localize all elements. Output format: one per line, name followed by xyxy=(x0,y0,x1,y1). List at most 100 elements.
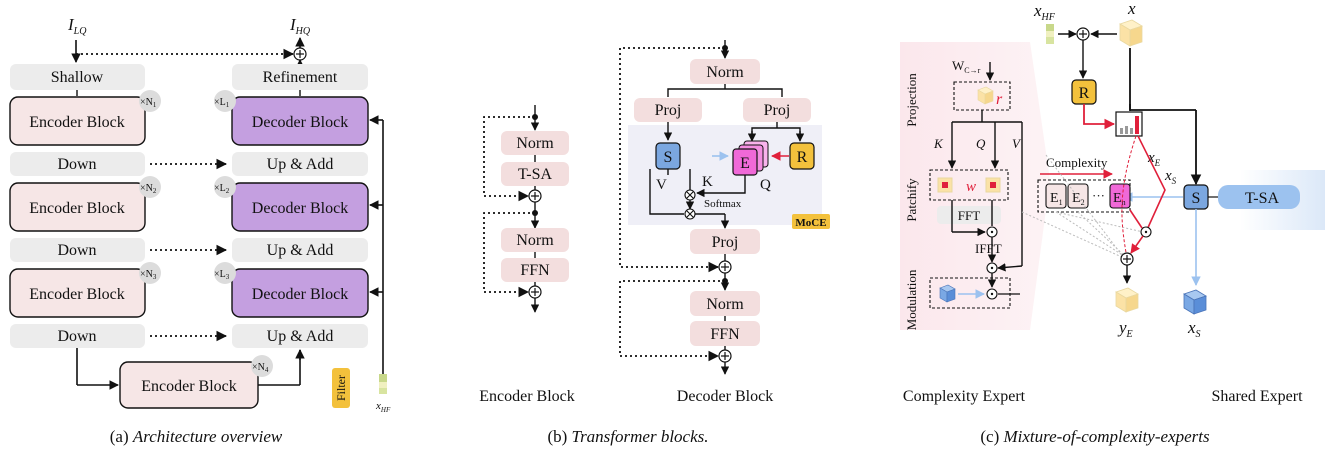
ye-label: yE xyxy=(1117,318,1133,340)
enc-tsa-label: T-SA xyxy=(518,166,553,183)
up-add-label-1: Up & Add xyxy=(267,156,334,173)
dec-proj-1 xyxy=(634,98,702,122)
dec-ffn-label: FFN xyxy=(710,326,740,343)
decoder-block-1-label: Decoder Block xyxy=(252,114,348,131)
xe-label: xE xyxy=(1147,150,1161,168)
dec-proj-2-label: Proj xyxy=(764,102,791,119)
caption-c: (c) Mixture-of-complexity-experts xyxy=(980,427,1210,446)
projection-label: Projection xyxy=(904,73,919,127)
filter-label: Filter xyxy=(334,375,348,401)
expert-en-label: En xyxy=(1113,191,1126,207)
down-box-1 xyxy=(10,152,145,176)
k-label-c: K xyxy=(933,136,944,151)
tsa-box-c xyxy=(1218,185,1300,209)
rep-l3: ×L3 xyxy=(214,269,230,281)
complexity-expert-caption: Complexity Expert xyxy=(903,388,1026,405)
modulation-box xyxy=(929,277,1011,309)
shallow-box xyxy=(10,64,145,90)
shallow-label: Shallow xyxy=(51,69,104,86)
encoder-block-3-label: Encoder Block xyxy=(29,286,125,303)
dec-proj-3 xyxy=(690,229,760,254)
rep-l2: ×L2 xyxy=(214,183,230,195)
encoder-block-1-label: Encoder Block xyxy=(29,114,125,131)
enc-norm-1-label: Norm xyxy=(516,135,554,152)
decoder-block-3 xyxy=(231,268,369,318)
s-label-b: S xyxy=(664,149,673,166)
cube-xs-icon xyxy=(1183,289,1207,315)
cube-r-icon xyxy=(977,86,994,105)
rep-n3: ×N3 xyxy=(140,269,157,281)
encoder-block-2-label: Encoder Block xyxy=(29,200,125,217)
expert-en xyxy=(1109,183,1131,209)
enc-ffn-label: FFN xyxy=(520,262,550,279)
moce-label: MoCE xyxy=(795,217,826,229)
w-label: w xyxy=(966,179,976,195)
modulation-label: Modulation xyxy=(904,269,919,330)
down-label-3: Down xyxy=(57,328,96,345)
xs-out-label: xS xyxy=(1187,318,1201,340)
rep-n2: ×N2 xyxy=(140,183,157,195)
r-label-c: R xyxy=(1079,85,1090,102)
v-label-c: V xyxy=(1012,136,1022,151)
shared-expert-caption: Shared Expert xyxy=(1211,388,1303,405)
up-add-label-3: Up & Add xyxy=(267,328,334,345)
enc-norm-2 xyxy=(501,228,569,252)
x-label-c: x xyxy=(1127,0,1136,18)
caption-a: (a) Architecture overview xyxy=(110,427,283,446)
output-hq-label: IHQ xyxy=(289,15,311,37)
encoder-block-3 xyxy=(9,268,146,318)
r-var-label: r xyxy=(996,91,1003,108)
panel-a-architecture: ILQ IHQ Shallow Refinement Encoder Block… xyxy=(9,15,391,414)
enc-tsa xyxy=(501,162,569,186)
k-label-b: K xyxy=(702,174,713,190)
dec-norm-2-label: Norm xyxy=(706,296,744,313)
cube-x-icon xyxy=(1119,19,1143,47)
expert-e2-label: E2 xyxy=(1072,191,1085,207)
fft-label: FFT xyxy=(958,208,980,223)
cube-ye-icon xyxy=(1115,287,1139,313)
enc-ffn xyxy=(501,258,569,282)
encoder-block-caption: Encoder Block xyxy=(479,388,575,405)
xs-label-c: xS xyxy=(1164,168,1177,186)
panel-b-transformer: Norm T-SA Norm FFN Encoder Block Norm Pr… xyxy=(479,40,830,405)
dec-ffn xyxy=(690,321,760,346)
dec-norm-1 xyxy=(690,59,760,84)
ifft-label: IFFT xyxy=(975,241,1002,256)
dec-norm-1-label: Norm xyxy=(706,64,744,81)
cube-modulation-icon xyxy=(939,284,956,303)
input-lq-label: ILQ xyxy=(67,15,87,37)
v-label-b: V xyxy=(656,177,667,193)
complexity-arrow-label: Complexity xyxy=(1046,155,1108,170)
rep-n1: ×N1 xyxy=(140,97,157,109)
down-box-2 xyxy=(10,238,145,262)
down-box-3 xyxy=(10,324,145,348)
softmax-label: Softmax xyxy=(704,198,742,210)
tsa-label-c: T-SA xyxy=(1245,190,1280,207)
experts-dots: ··· xyxy=(1092,188,1105,203)
wc-label: WC→r xyxy=(952,58,981,75)
decoder-block-2-label: Decoder Block xyxy=(252,200,348,217)
encoder-block-2 xyxy=(9,182,146,232)
encoder-block-4-label: Encoder Block xyxy=(141,378,237,395)
up-add-label-2: Up & Add xyxy=(267,242,334,259)
q-label-b: Q xyxy=(760,177,771,193)
s-label-c: S xyxy=(1192,190,1201,207)
expert-e1 xyxy=(1045,183,1067,209)
down-label-1: Down xyxy=(57,156,96,173)
xhf-label-c: xHF xyxy=(1033,1,1056,23)
dec-proj-1-label: Proj xyxy=(655,102,682,119)
refinement-box xyxy=(232,64,368,90)
complexity-expert-bg xyxy=(900,42,1050,330)
refinement-label: Refinement xyxy=(263,69,338,86)
enc-norm-2-label: Norm xyxy=(516,232,554,249)
decoder-block-3-label: Decoder Block xyxy=(252,286,348,303)
dec-proj-2 xyxy=(743,98,811,122)
dec-norm-2 xyxy=(690,291,760,316)
moce-region xyxy=(628,125,822,225)
up-add-box-2 xyxy=(232,238,368,262)
expert-e1-label: E1 xyxy=(1050,191,1063,207)
decoder-block-1 xyxy=(231,96,369,146)
down-label-2: Down xyxy=(57,242,96,259)
q-label-c: Q xyxy=(976,136,986,151)
